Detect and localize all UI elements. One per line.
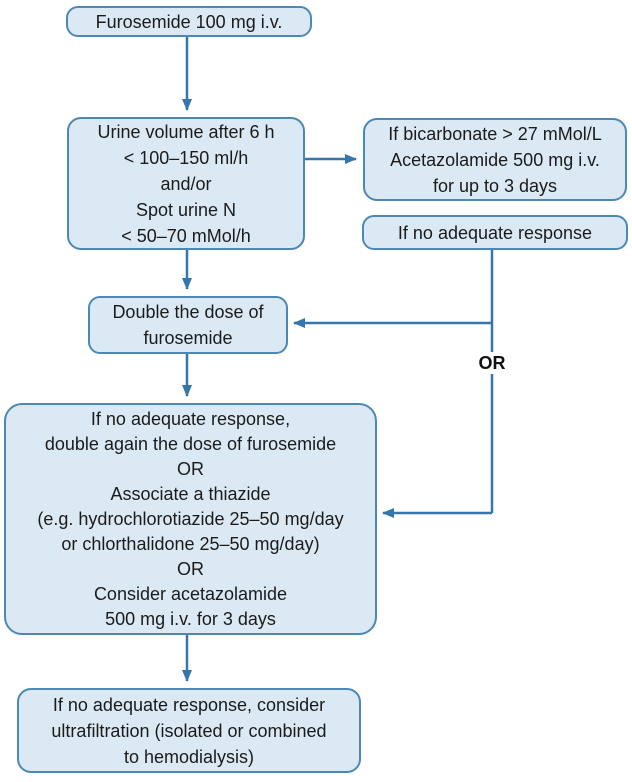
node-furosemide: Furosemide 100 mg i.v. [66,6,312,37]
node-escalation: If no adequate response, double again th… [4,403,377,635]
node-urine-volume: Urine volume after 6 h < 100–150 ml/h an… [67,117,305,250]
node-no-adequate-response: If no adequate response [362,215,628,250]
node-ultrafiltration: If no adequate response, consider ultraf… [17,688,361,773]
node-bicarbonate: If bicarbonate > 27 mMol/L Acetazolamide… [363,118,627,201]
or-label: OR [474,352,510,374]
node-double-dose: Double the dose of furosemide [88,296,288,354]
